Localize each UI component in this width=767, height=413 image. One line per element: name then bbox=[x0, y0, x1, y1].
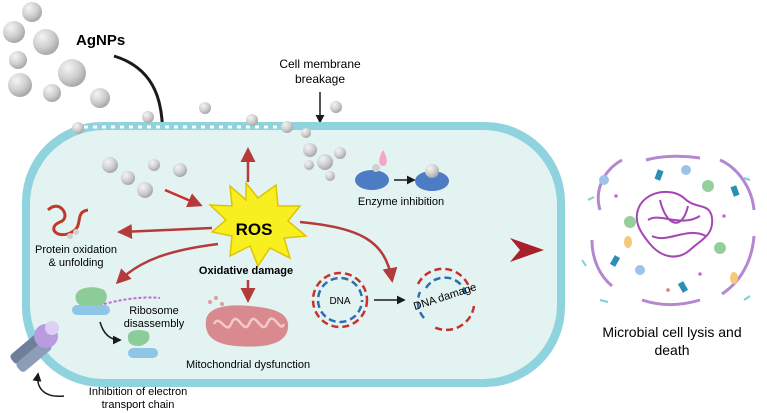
lysed-cell-debris bbox=[581, 154, 756, 306]
dna-plasmid-icon bbox=[311, 271, 369, 329]
etc-label-line1: Inhibition of electron bbox=[89, 386, 187, 398]
particles-to-ros-arrow bbox=[164, 188, 203, 208]
lysis-arrow bbox=[510, 238, 544, 262]
mitochondria-icon bbox=[205, 296, 289, 347]
ribosome-subunits bbox=[127, 330, 158, 358]
lysis-label-line2: death bbox=[654, 342, 689, 358]
membrane-breakage-label-line1: Cell membrane bbox=[279, 57, 361, 71]
internal-particles bbox=[102, 143, 346, 198]
protein-label-line1: Protein oxidation bbox=[35, 244, 117, 256]
etc-inhibition-arrow bbox=[32, 372, 65, 397]
lysis-label-line1: Microbial cell lysis and bbox=[602, 324, 741, 340]
etc-complex-icon bbox=[10, 321, 59, 372]
enzyme-inhibition-icon bbox=[355, 150, 449, 191]
ros-label: ROS bbox=[236, 220, 273, 239]
etc-label-line2: transport chain bbox=[102, 399, 175, 411]
agnps-label: AgNPs bbox=[76, 32, 125, 49]
ribosome-label-line2: disassembly bbox=[124, 318, 185, 330]
ros-effect-arrows bbox=[115, 147, 398, 303]
agnps-cluster bbox=[3, 2, 110, 108]
mitochondrial-label: Mitochondrial dysfunction bbox=[186, 359, 310, 371]
enzyme-inhibition-label: Enzyme inhibition bbox=[358, 196, 444, 208]
membrane-particles bbox=[72, 101, 342, 138]
ribosome-label-line1: Ribosome bbox=[129, 305, 179, 317]
cell-cytoplasm bbox=[30, 130, 557, 379]
protein-label-line2: & unfolding bbox=[48, 257, 103, 269]
dna-damage-icon bbox=[416, 267, 476, 332]
oxidative-damage-label: Oxidative damage bbox=[199, 265, 293, 277]
protein-icon bbox=[46, 204, 89, 237]
membrane-breakage-label-line2: breakage bbox=[295, 72, 345, 86]
dna-label: DNA bbox=[329, 296, 350, 307]
ribosome-disassembly-arrow bbox=[99, 321, 122, 345]
ros-burst bbox=[208, 180, 308, 268]
ribosome-icon bbox=[72, 287, 161, 315]
